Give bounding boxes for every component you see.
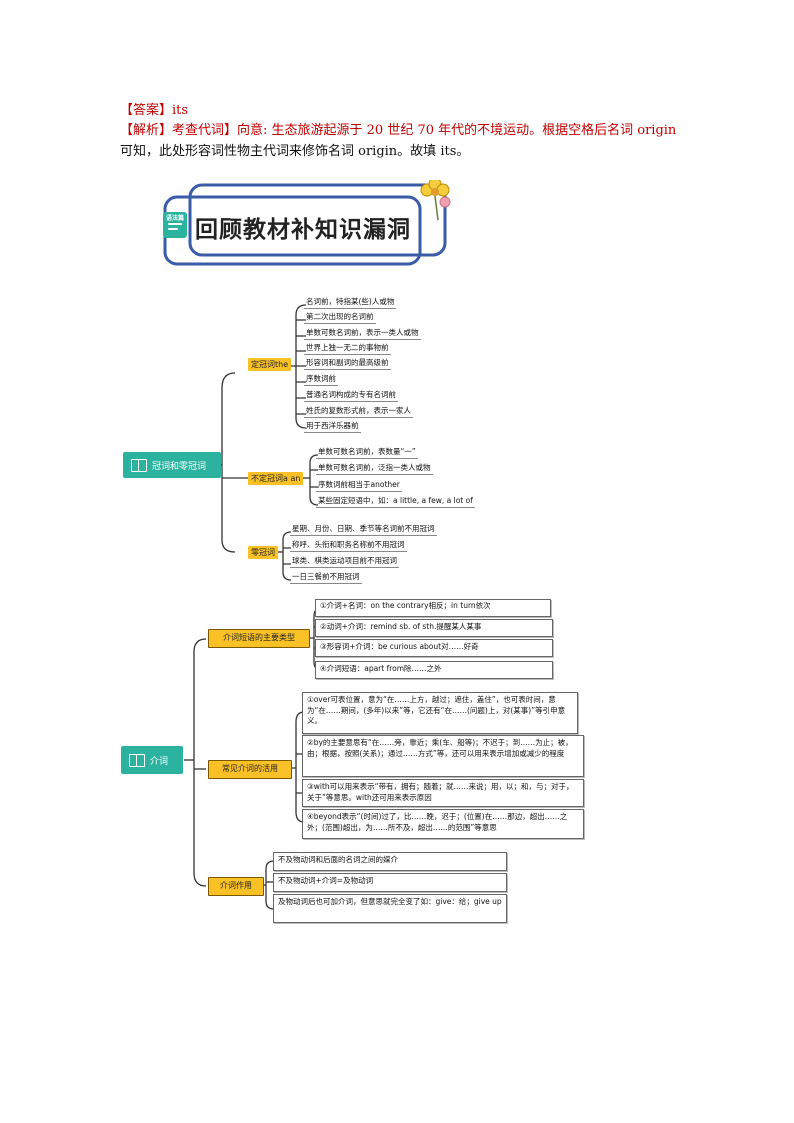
book-icon: [129, 753, 145, 767]
badge-icon: 语法篇: [163, 212, 187, 238]
explanation-line-1: 【解析】考查代词】向意: 生态旅游起源于 20 世纪 70 年代的不境运动。根据…: [120, 119, 676, 138]
box-function-3: 及物动词后也可加介词，但意思就完全变了如：give：给；give up: [273, 894, 507, 923]
flower-icon: [420, 180, 451, 221]
branch-indefinite: 不定冠词a an: [248, 472, 304, 485]
leaf-zero-2: 称呼、头衔和职务名称前不用冠词: [290, 539, 407, 552]
leaf-definite-8: 姓氏的复数形式前，表示一家人: [304, 405, 413, 418]
box-types-2: ②动词+介词：remind sb. of sth.提醒某人某事: [315, 619, 553, 637]
leaf-indefinite-1: 单数可数名词前，表数量“一”: [316, 446, 418, 459]
leaf-definite-3: 单数可数名词前，表示一类人或物: [304, 327, 421, 340]
leaf-definite-2: 第二次出现的名词前: [304, 311, 376, 324]
explanation-line-2: 可知，此处形容词性物主代词来修饰名词 origin。故填 its。: [120, 140, 469, 159]
leaf-definite-7: 普通名词构成的专有名词前: [304, 389, 398, 402]
leaf-definite-9: 用于西洋乐器前: [304, 420, 361, 433]
book-icon: [131, 458, 147, 472]
leaf-definite-5: 形容词和副词的最高级前: [304, 357, 391, 370]
leaf-zero-4: 一日三餐前不用冠词: [290, 571, 362, 584]
box-types-4: ④介词短语：apart from除……之外: [315, 661, 553, 679]
badge-label: 语法篇: [165, 215, 184, 222]
leaf-definite-1: 名词前，特指某(些)人或物: [304, 296, 397, 309]
root-articles-label: 冠词和零冠词: [152, 461, 207, 472]
leaf-definite-4: 世界上独一无二的事物前: [304, 342, 391, 355]
box-types-3: ③形容词+介词：be curious about对……好奇: [315, 639, 553, 657]
explanation-text-2: 可知，此处形容词性物主代词来修饰名词 origin。故填 its。: [120, 144, 470, 159]
explanation-text-1: 【解析】考查代词】向意: 生态旅游起源于 20 世纪 70 年代的不境运动。根据…: [120, 123, 677, 138]
answer-text: 【答案】its: [120, 103, 189, 118]
box-usage-2: ②by的主要意思有“在……旁，靠近；乘(车、船等)；不迟于；到……为止；被，由；…: [302, 735, 584, 777]
root-prepositions-label: 介词: [150, 756, 169, 767]
banner-frame: [163, 180, 451, 266]
box-usage-1: ①over可表位置，意为“在……上方，越过；遮住，盖住”，也可表时间，意为“在……: [302, 692, 578, 734]
branch-usage: 常见介词的活用: [208, 760, 292, 779]
banner-title: 回顾教材补知识漏洞: [195, 216, 411, 243]
root-articles: 冠词和零冠词: [123, 452, 221, 478]
box-function-1: 不及物动词和后面的名词之间的媒介: [273, 852, 507, 871]
leaf-zero-3: 球类、棋类运动项目前不用冠词: [290, 555, 399, 568]
leaf-indefinite-2: 单数可数名词前，泛指一类人或物: [316, 462, 433, 475]
leaf-zero-1: 星期、月份、日期、季节等名词前不用冠词: [290, 523, 437, 536]
answer-line: 【答案】its: [120, 99, 188, 118]
box-usage-3: ③with可以用来表示“带有，拥有；随着；就……来说；用，以；和，与；对于，关于…: [302, 779, 584, 807]
root-prepositions: 介词: [121, 746, 183, 774]
box-function-2: 不及物动词+介词=及物动词: [273, 873, 507, 892]
leaf-definite-6: 序数词前: [304, 373, 338, 386]
branch-definite: 定冠词the: [248, 358, 292, 371]
branch-zero: 零冠词: [248, 546, 278, 559]
branch-types: 介词短语的主要类型: [208, 629, 310, 648]
leaf-indefinite-3: 序数词前相当于another: [316, 479, 402, 492]
box-types-1: ①介词+名词：on the contrary相反；in turn依次: [315, 599, 551, 617]
branch-function: 介词作用: [208, 877, 264, 896]
leaf-indefinite-4: 某些固定短语中，如：a little, a few, a lot of: [316, 495, 475, 508]
box-usage-4: ④beyond表示“(时间)过了，比……晚，迟于；(位置)在……那边，超出……之…: [302, 809, 584, 839]
